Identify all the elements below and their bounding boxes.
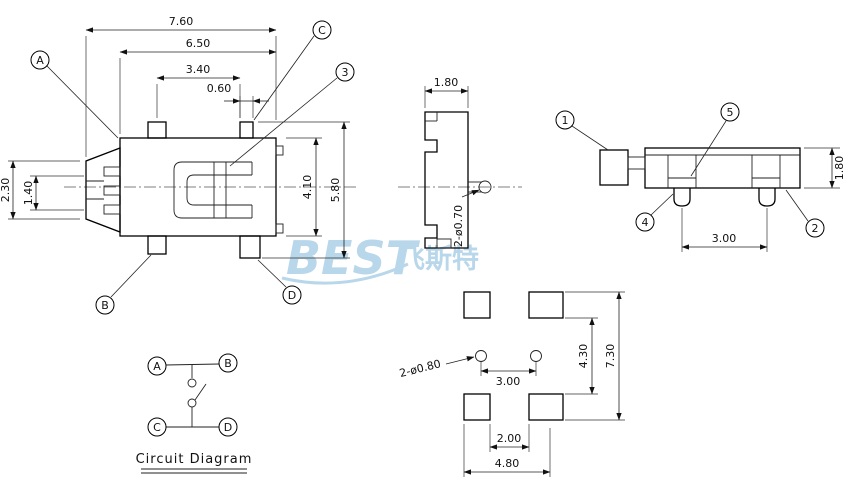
dim-6-50: 6.50 bbox=[186, 37, 211, 50]
circuit-label-D: D bbox=[224, 421, 232, 434]
footprint-dim-total-width: 4.80 bbox=[463, 424, 551, 477]
end-balloon-1: 1 bbox=[555, 110, 609, 151]
front-dim-total-width: 7.60 bbox=[85, 15, 277, 157]
circuit-terminal-C bbox=[147, 417, 167, 437]
front-part-outline bbox=[85, 121, 284, 259]
front-balloon-B: B bbox=[95, 254, 152, 315]
front-dim-body-width: 6.50 bbox=[119, 37, 277, 134]
balloon-4-label: 4 bbox=[642, 216, 649, 229]
end-balloon-2: 2 bbox=[785, 189, 825, 238]
front-balloon-C: C bbox=[253, 20, 332, 121]
dim-side-1-80: 1.80 bbox=[434, 76, 459, 89]
side-dim-width: 1.80 bbox=[424, 76, 469, 108]
balloon-A-label: A bbox=[36, 54, 44, 67]
dim-end-1-80: 1.80 bbox=[833, 156, 846, 181]
circuit-terminal-B bbox=[218, 353, 238, 373]
front-balloon-3: 3 bbox=[229, 62, 355, 167]
end-dim-pin-pitch: 3.00 bbox=[681, 208, 768, 252]
front-balloon-A: A bbox=[30, 50, 119, 139]
footprint-dim-total-height: 7.30 bbox=[565, 291, 625, 421]
circuit-terminal-D bbox=[218, 417, 238, 437]
footprint-dim-hole: 2-ø0.80 bbox=[398, 356, 475, 380]
footprint-dim-inner-width: 2.00 bbox=[489, 424, 530, 452]
dim-7-60: 7.60 bbox=[169, 15, 194, 28]
circuit-contact-bottom bbox=[187, 398, 197, 408]
footprint-pads bbox=[463, 291, 564, 421]
end-balloon-5: 5 bbox=[690, 102, 740, 177]
end-dim-height: 1.80 bbox=[804, 147, 846, 189]
circuit-diagram: A B C D Circuit Diagram bbox=[136, 353, 253, 474]
front-balloon-D: D bbox=[257, 259, 302, 305]
balloon-1-label: 1 bbox=[562, 114, 569, 127]
circuit-wire-ab bbox=[165, 363, 220, 366]
dim-2-dia-0-70: 2-ø0.70 bbox=[452, 205, 465, 247]
front-dim-pin-block-height: 2.30 bbox=[0, 160, 80, 220]
dim-1-40: 1.40 bbox=[22, 181, 35, 206]
dim-5-80: 5.80 bbox=[329, 178, 342, 203]
dim-2-dia-0-80: 2-ø0.80 bbox=[398, 357, 442, 380]
balloon-5-label: 5 bbox=[727, 106, 734, 119]
balloon-3-label: 3 bbox=[342, 66, 349, 79]
footprint-dim-inner-height: 4.30 bbox=[565, 317, 598, 395]
front-dim-body-height: 4.10 bbox=[286, 137, 322, 237]
dim-7-30: 7.30 bbox=[604, 344, 617, 369]
dim-end-3-00: 3.00 bbox=[712, 232, 737, 245]
watermark-swoosh bbox=[281, 262, 409, 285]
circuit-label-B: B bbox=[224, 357, 232, 370]
end-balloon-4: 4 bbox=[635, 193, 674, 232]
dim-4-30: 4.30 bbox=[577, 344, 590, 369]
dim-2-30: 2.30 bbox=[0, 178, 12, 203]
dim-0-60: 0.60 bbox=[207, 82, 232, 95]
dim-3-40: 3.40 bbox=[186, 63, 211, 76]
side-part-outline bbox=[424, 111, 492, 249]
dim-4-10: 4.10 bbox=[301, 175, 314, 200]
front-dim-tab-span: 3.40 bbox=[156, 63, 241, 118]
front-dim-pin-span: 1.40 bbox=[22, 175, 84, 211]
end-part-outline bbox=[599, 147, 801, 207]
circuit-label-A: A bbox=[153, 360, 161, 373]
balloon-2-label: 2 bbox=[812, 222, 819, 235]
side-view: 1.80 2-ø0.70 bbox=[398, 76, 522, 249]
circuit-caption: Circuit Diagram bbox=[136, 452, 253, 467]
watermark-cn-text: 飞斯特 bbox=[398, 244, 479, 275]
balloon-D-label: D bbox=[288, 289, 296, 302]
circuit-terminal-A bbox=[147, 356, 167, 376]
footprint-dim-hole-pitch: 3.00 bbox=[480, 362, 537, 388]
front-view: 7.60 6.50 3.40 0.60 2.30 bbox=[0, 15, 358, 315]
side-dim-pin-dia: 2-ø0.70 bbox=[452, 189, 480, 247]
dim-4-80: 4.80 bbox=[495, 457, 520, 470]
balloon-C-label: C bbox=[318, 24, 326, 37]
front-dim-total-height: 5.80 bbox=[258, 121, 350, 259]
balloon-B-label: B bbox=[101, 299, 109, 312]
dim-fp-3-00: 3.00 bbox=[496, 375, 521, 388]
circuit-label-C: C bbox=[153, 421, 161, 434]
circuit-switch-arm bbox=[194, 383, 207, 401]
pcb-footprint: 2-ø0.80 3.00 4.30 7.30 2.00 bbox=[398, 291, 625, 477]
end-view: 1 5 4 2 1.80 3.00 bbox=[555, 102, 846, 252]
front-dim-tab-width: 0.60 bbox=[207, 82, 269, 118]
circuit-contact-top bbox=[187, 378, 197, 388]
dim-2-00: 2.00 bbox=[497, 432, 522, 445]
